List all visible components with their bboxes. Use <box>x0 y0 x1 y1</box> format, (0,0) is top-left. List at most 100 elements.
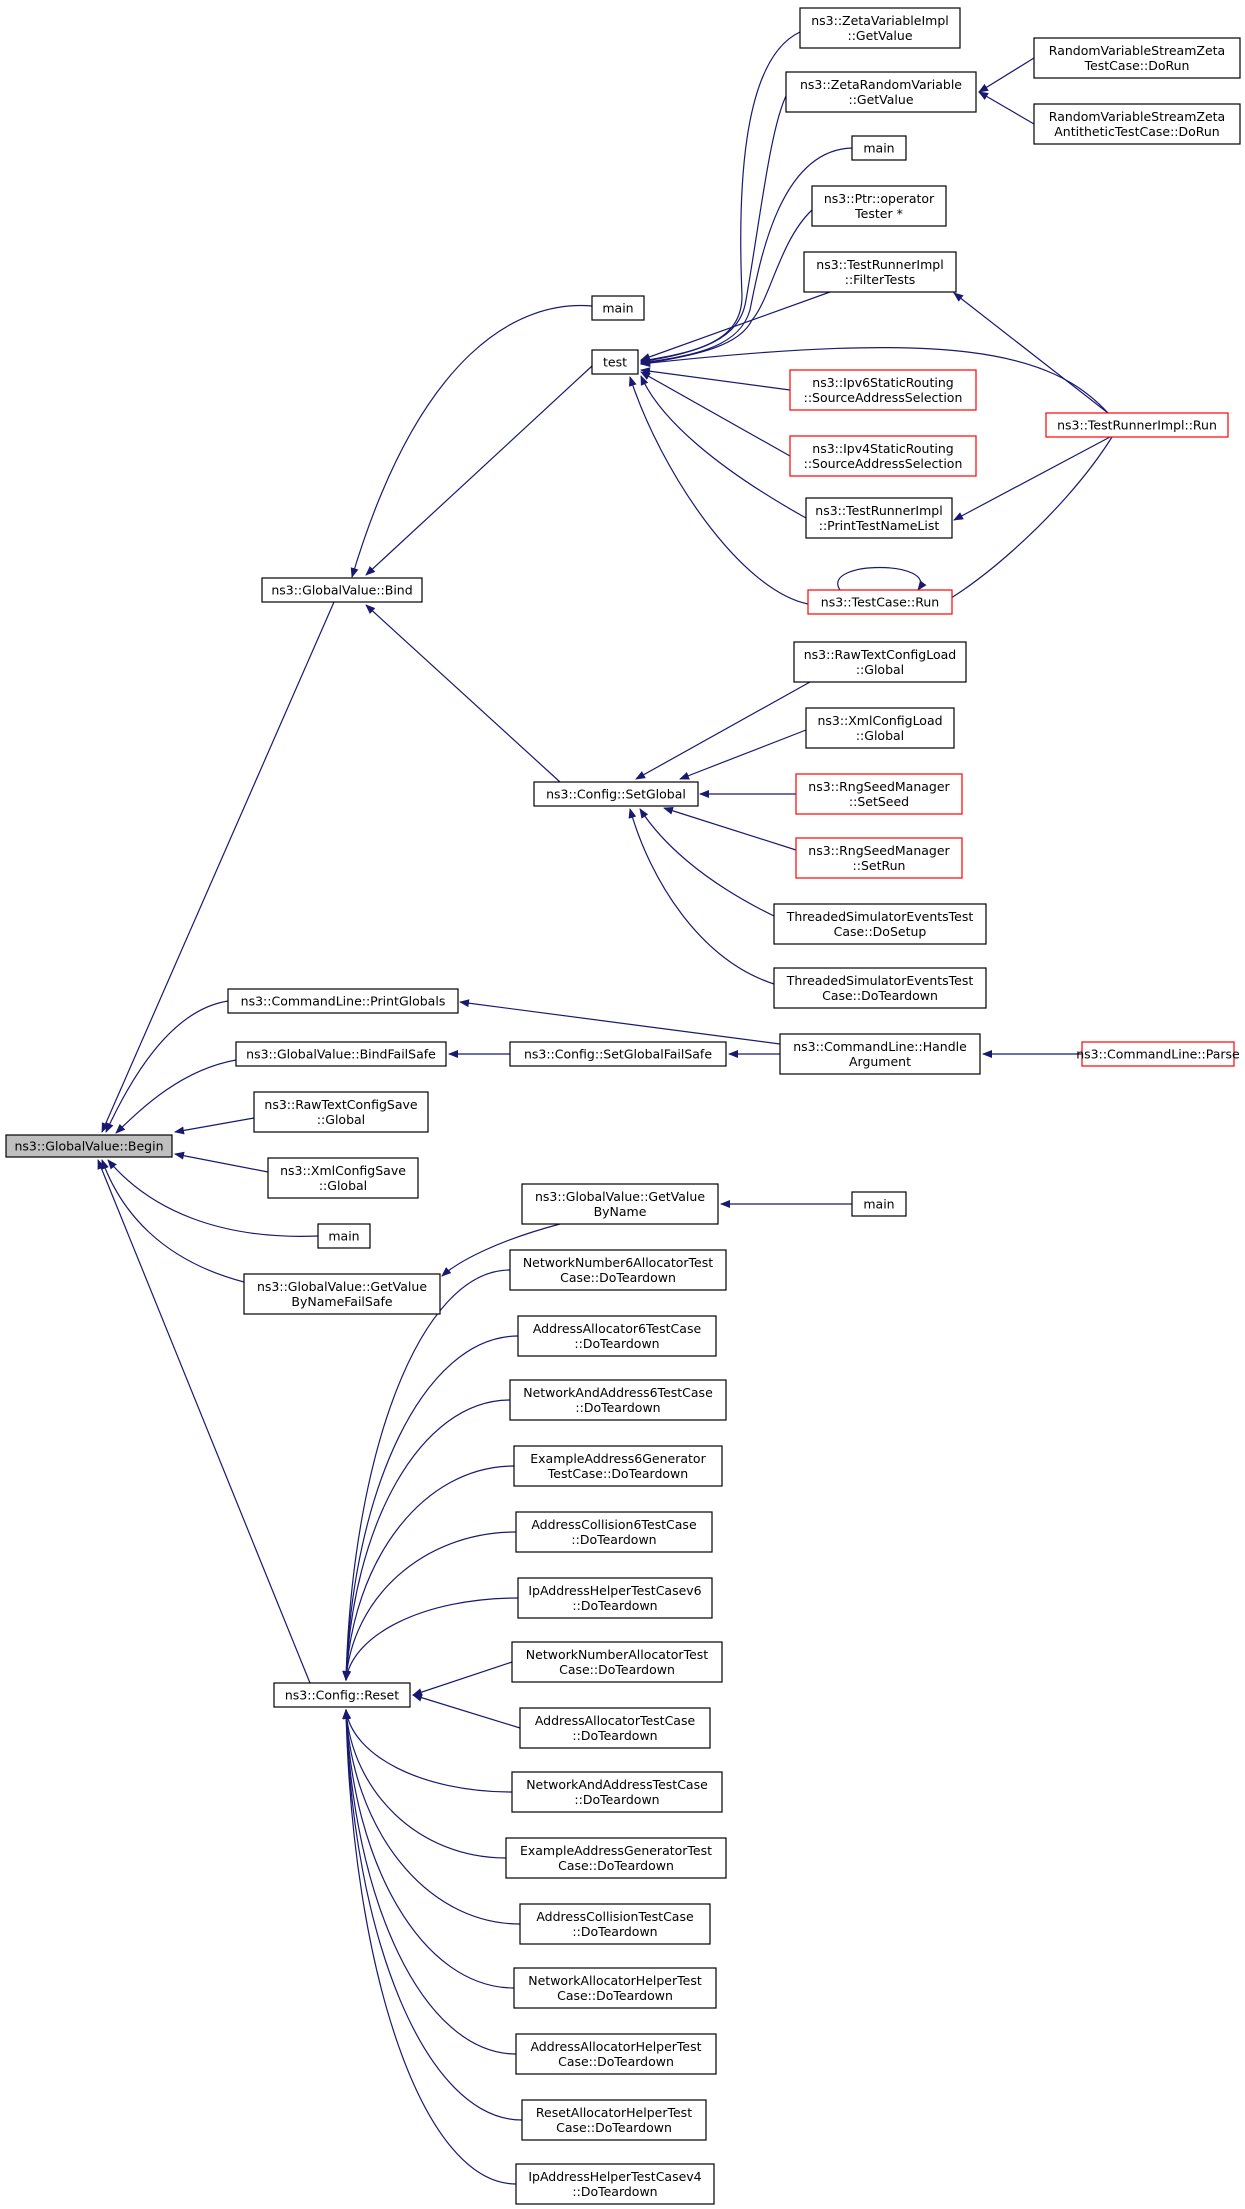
node-box <box>267 1157 419 1199</box>
node-r1[interactable]: NetworkNumber6AllocatorTestCase::DoTeard… <box>509 1249 727 1291</box>
node-r12[interactable]: NetworkAllocatorHelperTestCase::DoTeardo… <box>513 1967 717 2009</box>
node-label: ::SetSeed <box>849 794 909 809</box>
edge-rawTextLoad-to-setGlobal <box>635 681 811 780</box>
node-r15[interactable]: IpAddressHelperTestCasev4::DoTeardown <box>515 2163 715 2205</box>
node-label: NetworkAndAddressTestCase <box>526 1777 708 1792</box>
node-xmlSave[interactable]: ns3::XmlConfigSave::Global <box>267 1157 419 1199</box>
edge-line <box>640 95 787 365</box>
node-label: ::DoTeardown <box>572 1728 657 1743</box>
node-label: ByNameFailSafe <box>291 1294 392 1309</box>
edge-line <box>342 1269 511 1681</box>
node-box <box>513 1967 717 2009</box>
node-label: Case::DoTeardown <box>822 988 938 1003</box>
node-rngSetRun[interactable]: ns3::RngSeedManager::SetRun <box>795 837 963 879</box>
node-box <box>273 1682 411 1708</box>
node-mainB[interactable]: main <box>591 295 645 321</box>
edge-filterTests-to-test <box>640 291 831 361</box>
node-label: ::Global <box>319 1178 367 1193</box>
node-rawTextLoad[interactable]: ns3::RawTextConfigLoad::Global <box>793 641 967 683</box>
node-r2[interactable]: AddressAllocator6TestCase::DoTeardown <box>517 1315 717 1357</box>
node-rawTextSave[interactable]: ns3::RawTextConfigSave::Global <box>253 1091 429 1133</box>
node-label: AddressAllocatorTestCase <box>535 1713 696 1728</box>
node-r5[interactable]: AddressCollision6TestCase::DoTeardown <box>515 1511 713 1553</box>
node-printTestNameList[interactable]: ns3::TestRunnerImpl::PrintTestNameList <box>805 497 953 539</box>
edge-r7-to-configReset <box>412 1661 513 1696</box>
node-cmdParse[interactable]: ns3::CommandLine::Parse <box>1076 1041 1240 1067</box>
nodes-layer: ns3::GlobalValue::Beginns3::GlobalValue:… <box>5 7 1241 2205</box>
node-setGlobal[interactable]: ns3::Config::SetGlobal <box>533 781 699 807</box>
node-box <box>789 369 977 411</box>
node-box <box>1045 412 1229 438</box>
node-label: ns3::TestCase::Run <box>821 595 939 610</box>
node-label: ::GetValue <box>848 92 913 107</box>
node-test[interactable]: test <box>591 349 639 375</box>
node-rngSetSeed[interactable]: ns3::RngSeedManager::SetSeed <box>795 773 963 815</box>
node-r9[interactable]: NetworkAndAddressTestCase::DoTeardown <box>511 1771 723 1813</box>
node-filterTests[interactable]: ns3::TestRunnerImpl::FilterTests <box>803 251 957 293</box>
edge-line <box>101 601 335 1133</box>
node-mainC[interactable]: main <box>851 135 907 161</box>
node-box <box>773 903 987 945</box>
node-r4[interactable]: ExampleAddress6GeneratorTestCase::DoTear… <box>513 1445 723 1487</box>
node-box <box>253 1091 429 1133</box>
node-r6[interactable]: IpAddressHelperTestCasev6::DoTeardown <box>517 1577 713 1619</box>
node-bind[interactable]: ns3::GlobalValue::Bind <box>261 577 423 603</box>
node-r3[interactable]: NetworkAndAddress6TestCase::DoTeardown <box>509 1379 727 1421</box>
edge-line <box>342 1709 507 1859</box>
node-zetaVarImpl[interactable]: ns3::ZetaVariableImpl::GetValue <box>799 7 961 49</box>
node-label: ns3::Config::Reset <box>285 1688 399 1703</box>
node-r7[interactable]: NetworkNumberAllocatorTestCase::DoTeardo… <box>511 1641 723 1683</box>
node-threadedTeardown[interactable]: ThreadedSimulatorEventsTestCase::DoTeard… <box>773 967 987 1009</box>
edge-mainA-to-begin <box>107 1159 319 1237</box>
node-setGlobalFailSafe[interactable]: ns3::Config::SetGlobalFailSafe <box>509 1041 727 1067</box>
edge-line <box>640 375 807 519</box>
node-r13[interactable]: AddressAllocatorHelperTestCase::DoTeardo… <box>515 2033 717 2075</box>
node-label: ns3::Ipv4StaticRouting <box>812 441 953 456</box>
node-label: Case::DoTeardown <box>560 1270 676 1285</box>
edge-line <box>635 681 811 780</box>
edge-testRunnerRun-to-printTestNameList <box>953 436 1111 521</box>
node-label: ::DoTeardown <box>574 1792 659 1807</box>
edge-line <box>174 1151 269 1173</box>
node-r8[interactable]: AddressAllocatorTestCase::DoTeardown <box>519 1707 711 1749</box>
node-mainD[interactable]: main <box>851 1191 907 1217</box>
node-ipv4Static[interactable]: ns3::Ipv4StaticRouting::SourceAddressSel… <box>789 435 977 477</box>
node-r11[interactable]: AddressCollisionTestCase::DoTeardown <box>519 1903 711 1945</box>
node-box <box>807 589 953 615</box>
node-label: RandomVariableStreamZeta <box>1049 43 1225 58</box>
node-r10[interactable]: ExampleAddressGeneratorTestCase::DoTeard… <box>505 1837 727 1879</box>
node-box <box>811 185 947 227</box>
node-label: ::FilterTests <box>845 272 916 287</box>
node-configReset[interactable]: ns3::Config::Reset <box>273 1682 411 1708</box>
node-zetaRandVar[interactable]: ns3::ZetaRandomVariable::GetValue <box>785 71 977 113</box>
node-label: ns3::XmlConfigSave <box>280 1163 406 1178</box>
edge-line <box>342 1709 517 2055</box>
node-mainA[interactable]: main <box>317 1223 371 1249</box>
edge-line <box>97 1159 311 1684</box>
node-testRunnerRun[interactable]: ns3::TestRunnerImpl::Run <box>1045 412 1229 438</box>
node-label: ::Global <box>317 1112 365 1127</box>
edge-line <box>640 209 813 367</box>
edge-line <box>342 1335 519 1681</box>
node-xmlLoad[interactable]: ns3::XmlConfigLoad::Global <box>805 707 955 749</box>
node-rsZetaAnti[interactable]: RandomVariableStreamZetaAntitheticTestCa… <box>1033 103 1241 145</box>
node-label: ThreadedSimulatorEventsTest <box>786 973 974 988</box>
node-box <box>261 577 423 603</box>
node-printGlobals[interactable]: ns3::CommandLine::PrintGlobals <box>227 988 459 1014</box>
node-bindFailSafe[interactable]: ns3::GlobalValue::BindFailSafe <box>235 1041 447 1067</box>
node-box <box>511 1641 723 1683</box>
node-testCaseRun[interactable]: ns3::TestCase::Run <box>807 589 953 615</box>
edge-line <box>412 1661 513 1696</box>
node-begin[interactable]: ns3::GlobalValue::Begin <box>5 1134 173 1158</box>
edge-line <box>105 1000 229 1133</box>
node-ipv6Static[interactable]: ns3::Ipv6StaticRouting::SourceAddressSel… <box>789 369 977 411</box>
edge-line <box>640 371 791 457</box>
